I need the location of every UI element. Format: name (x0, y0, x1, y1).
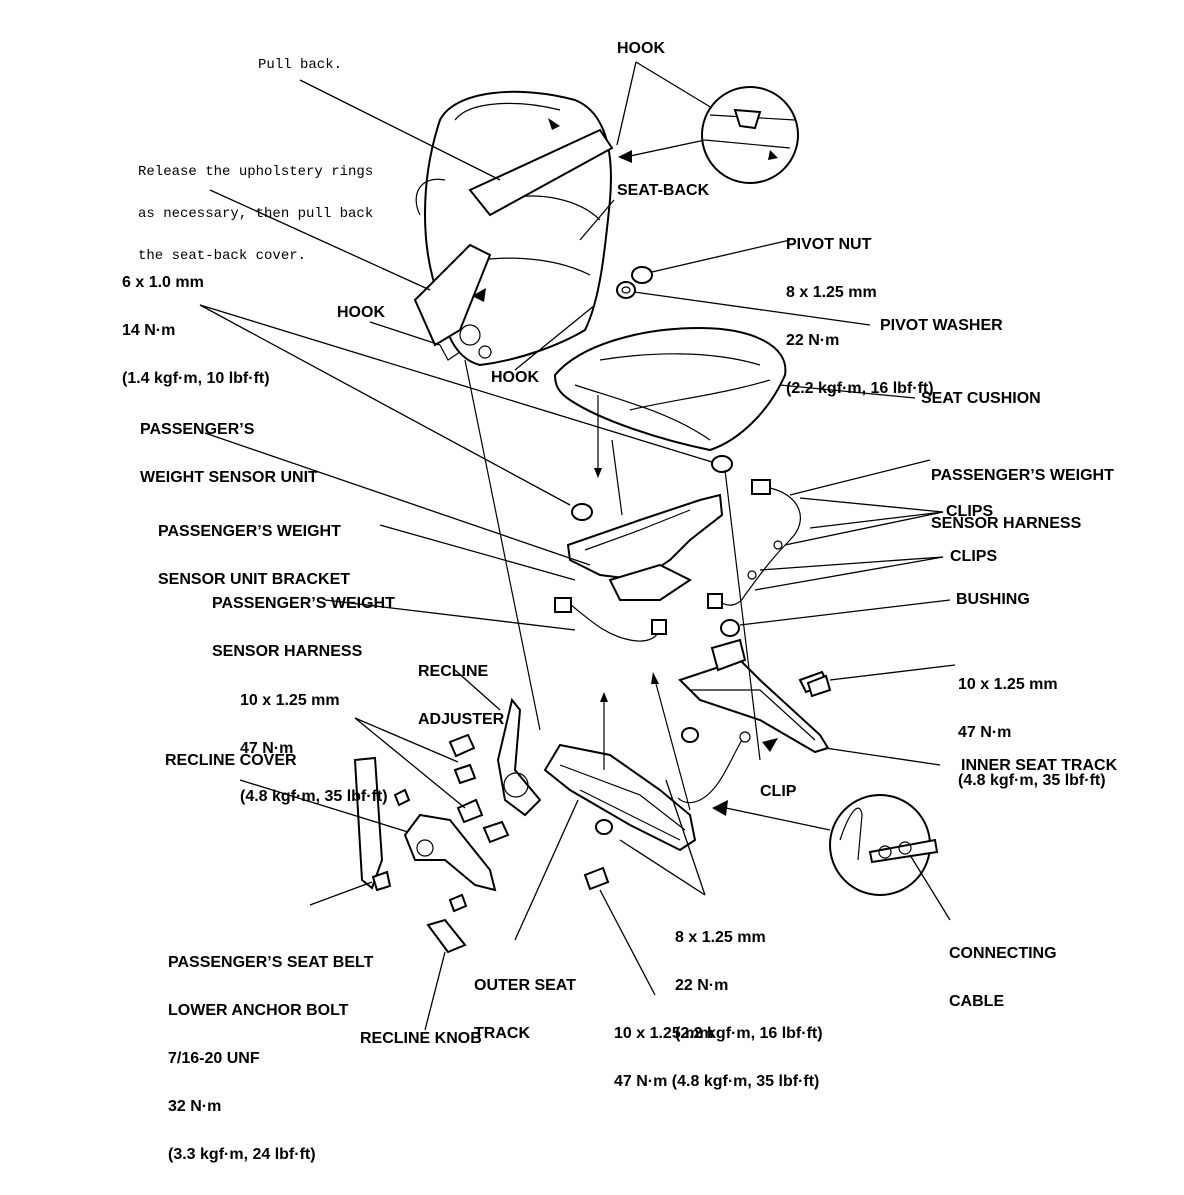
label-sensor-harness-right: PASSENGER’S WEIGHT SENSOR HARNESS (931, 467, 1114, 532)
label-weight-sensor-unit: PASSENGER’S WEIGHT SENSOR UNIT (140, 421, 318, 486)
recline-knob-part (426, 918, 467, 954)
label-recline-cover: RECLINE COVER (165, 752, 297, 769)
label-bolt-10mm-right: 10 x 1.25 mm 47 N·m (4.8 kgf·m, 35 lbf·f… (958, 676, 1106, 789)
note-release-upholstery: Release the upholstery rings as necessar… (138, 164, 374, 264)
label-hook-left: HOOK (337, 304, 385, 321)
label-seat-cushion: SEAT CUSHION (921, 390, 1041, 407)
pivot-nut-part (616, 266, 653, 299)
label-sensor-harness-left: PASSENGER’S WEIGHT SENSOR HARNESS (212, 595, 395, 660)
label-connecting-cable: CONNECTING CABLE (949, 945, 1057, 1010)
sensor-harness-right-part (707, 479, 801, 609)
label-bushing: BUSHING (956, 591, 1030, 608)
seat-back-part (413, 90, 614, 367)
pull-arrow-left (472, 288, 486, 302)
sensor-harness-left-part (554, 597, 667, 642)
seat-cushion-part (553, 326, 787, 452)
label-bolt-10mm-bottom: 10 x 1.25 mm 47 N·m (4.8 kgf·m, 35 lbf·f… (614, 1025, 820, 1090)
label-anchor-bolt: PASSENGER’S SEAT BELT LOWER ANCHOR BOLT … (168, 954, 374, 1163)
label-recline-adjuster: RECLINE ADJUSTER (418, 663, 505, 728)
recline-cover-part (353, 756, 497, 892)
bushing-part (720, 619, 740, 637)
label-sensor-unit-bracket: PASSENGER’S WEIGHT SENSOR UNIT BRACKET (158, 523, 351, 588)
inner-seat-track-part (678, 638, 830, 754)
hook-detail (701, 86, 799, 184)
note-pull-back: Pull back. (258, 57, 343, 73)
hook-arrow (618, 150, 632, 163)
leader-lines (199, 61, 956, 1031)
label-pivot-washer: PIVOT WASHER (880, 317, 1003, 334)
seat-exploded-diagram: Pull back. Release the upholstery rings … (122, 40, 1118, 1163)
cable-arrow (712, 800, 728, 816)
cable-part (677, 731, 939, 896)
outer-seat-track-part (543, 743, 697, 852)
label-clips-upper: CLIPS (946, 503, 994, 520)
clip-arrow (762, 738, 778, 752)
label-recline-knob: RECLINE KNOB (360, 1030, 482, 1047)
label-hook-mid: HOOK (491, 369, 539, 386)
recline-adjuster-part (496, 697, 542, 817)
label-hook-top: HOOK (617, 40, 665, 57)
label-clips-lower: CLIPS (950, 548, 998, 565)
label-bolt-6mm: 6 x 1.0 mm 14 N·m (1.4 kgf·m, 10 lbf·ft) (122, 274, 270, 387)
diagram-drawing (199, 61, 956, 1031)
alignment-lines (464, 359, 761, 811)
label-bolt-10mm-left: 10 x 1.25 mm 47 N·m (4.8 kgf·m, 35 lbf·f… (240, 692, 388, 805)
label-inner-seat-track: INNER SEAT TRACK (961, 757, 1118, 774)
sensor-bracket-part (566, 455, 733, 601)
label-outer-seat-track: OUTER SEAT TRACK (474, 977, 576, 1042)
label-clip: CLIP (760, 783, 797, 800)
label-pivot-nut: PIVOT NUT 8 x 1.25 mm 22 N·m (2.2 kgf·m,… (786, 236, 934, 397)
label-bolt-8mm: 8 x 1.25 mm 22 N·m (2.2 kgf·m, 16 lbf·ft… (675, 929, 823, 1042)
label-seat-back: SEAT-BACK (617, 182, 710, 199)
pull-arrow-top (548, 118, 560, 130)
bolts (371, 674, 832, 913)
